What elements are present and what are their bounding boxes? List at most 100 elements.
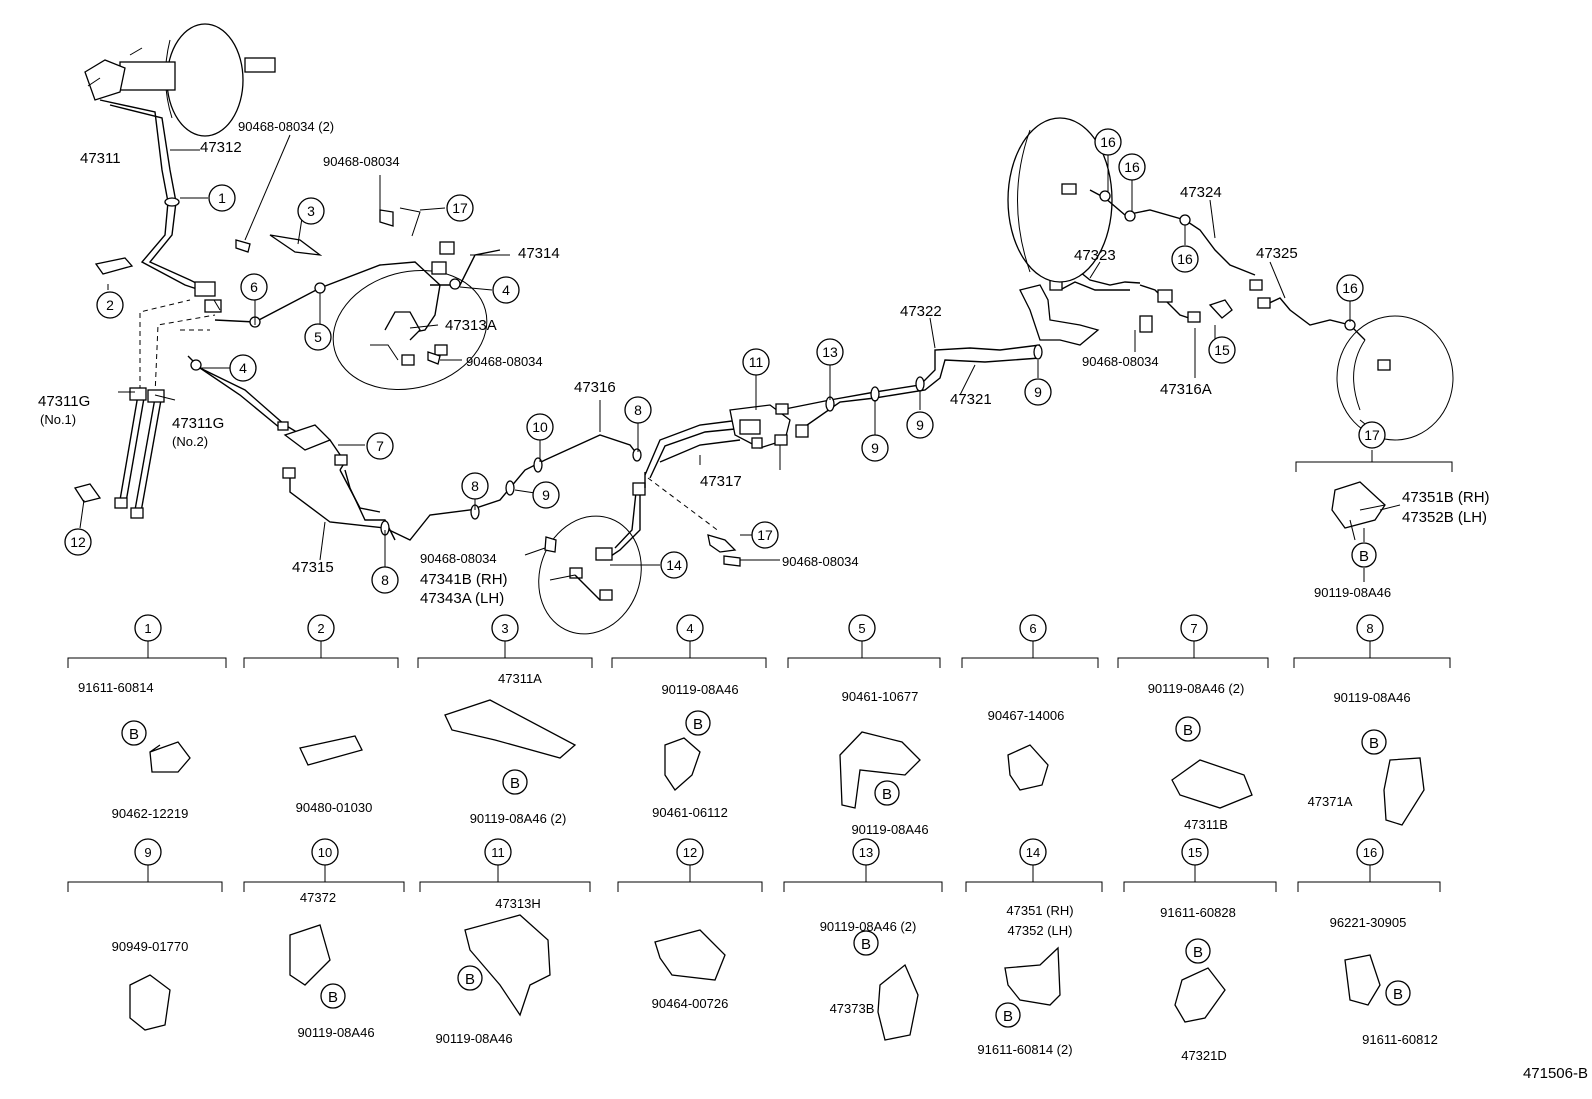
part-illustration: [129, 974, 171, 1031]
part-number-label: 91611-60814 (2): [977, 1042, 1072, 1057]
part-illustration: [299, 735, 363, 766]
callout-10: 10: [526, 413, 554, 441]
part-number-label: 90119-08A46 (2): [1148, 681, 1245, 696]
label-47313A: 47313A: [445, 317, 497, 334]
b-marker: B: [874, 780, 900, 806]
part-labels: 47311 47312 90468-08034 (2) 90468-08034 …: [38, 119, 1490, 607]
part-number-label: 47311B: [1184, 817, 1228, 832]
svg-text:17: 17: [757, 527, 773, 543]
dashed-leader: [139, 299, 191, 390]
part-number-label: 90461-10677: [842, 689, 919, 704]
svg-text:B: B: [465, 971, 475, 988]
svg-text:16: 16: [1100, 134, 1116, 150]
svg-text:16: 16: [1124, 159, 1140, 175]
callout-6: 6: [240, 273, 268, 301]
svg-text:2: 2: [106, 297, 114, 313]
part-illustration: [877, 963, 919, 1041]
section-number: 14: [1026, 845, 1040, 860]
label-47324: 47324: [1180, 184, 1222, 201]
svg-text:17: 17: [452, 200, 468, 216]
section-number: 4: [686, 621, 693, 636]
part-number-label: 47371A: [1308, 794, 1353, 809]
section-number: 15: [1188, 845, 1202, 860]
svg-text:12: 12: [70, 534, 86, 550]
section-bracket: [1117, 641, 1269, 668]
section-bracket: [243, 865, 405, 892]
svg-text:15: 15: [1214, 342, 1230, 358]
part-number-label: 47311A: [498, 671, 542, 686]
section-bracket: [1297, 865, 1441, 892]
svg-text:9: 9: [542, 487, 550, 503]
label-47311G-2: 47311G: [172, 415, 224, 432]
svg-text:7: 7: [376, 438, 384, 454]
svg-text:4: 4: [239, 360, 247, 376]
label-47343A: 47343A (LH): [420, 590, 504, 607]
section-number: 3: [501, 621, 508, 636]
label-47311G-2-note: (No.2): [172, 434, 208, 449]
b-marker: B: [502, 769, 528, 795]
label-47317: 47317: [700, 473, 742, 490]
label-90468-d: 90468-08034: [782, 554, 859, 569]
label-47352B: 47352B (LH): [1402, 509, 1487, 526]
svg-text:16: 16: [1177, 251, 1193, 267]
callout-9b: 9: [861, 434, 889, 462]
part-number-label: 90119-08A46 (2): [470, 811, 567, 826]
bracket-illustration: [235, 207, 741, 567]
section-bracket: [1123, 865, 1277, 892]
label-90468-b: 90468-08034: [466, 354, 543, 369]
svg-text:8: 8: [381, 572, 389, 588]
svg-text:11: 11: [749, 354, 764, 370]
section-bracket: [417, 641, 593, 668]
callout-7: 7: [366, 432, 394, 460]
section-number: 10: [318, 845, 332, 860]
part-illustration: [1344, 954, 1381, 1006]
detail-sections: 1B91611-6081490462-12219290480-010303B47…: [67, 614, 1451, 1063]
callout-8a: 8: [371, 566, 399, 594]
brake-tube-center-right: [644, 344, 1043, 479]
rear-drum-right-illustration: [1336, 315, 1454, 441]
label-47311G-1-note: (No.1): [40, 412, 76, 427]
part-number-label: 90949-01770: [112, 939, 189, 954]
svg-text:B: B: [861, 936, 871, 953]
callout-11: 11: [742, 348, 770, 376]
label-47311: 47311: [80, 150, 121, 167]
part-illustration: [839, 731, 921, 809]
callout-17c: 17: [1358, 421, 1386, 449]
section-bracket: [961, 641, 1099, 668]
part-illustration: [1171, 759, 1253, 809]
b-marker: B: [121, 720, 147, 746]
section-bracket: [617, 865, 763, 892]
svg-text:B: B: [129, 726, 139, 743]
bracket-line: [1295, 461, 1453, 472]
callout-16d: 16: [1336, 274, 1364, 302]
part-illustration: [464, 914, 551, 1017]
part-number-label: 90119-08A46: [1333, 690, 1410, 705]
part-number-label: 90462-12219: [112, 806, 189, 821]
svg-text:17: 17: [1364, 427, 1380, 443]
label-47314: 47314: [518, 245, 560, 262]
part-number-label: 47372: [300, 890, 336, 905]
part-number-label: 90119-08A46: [851, 822, 928, 837]
section-bracket: [611, 641, 767, 668]
callout-17a: 17: [446, 194, 474, 222]
callout-4b: 4: [229, 354, 257, 382]
callout-16c: 16: [1171, 245, 1199, 273]
svg-text:1: 1: [218, 190, 226, 206]
rear-hose-illustration: [538, 472, 721, 635]
part-number-label: 91611-60828: [1160, 905, 1236, 920]
section-number: 2: [317, 621, 324, 636]
svg-text:8: 8: [471, 478, 479, 494]
svg-text:B: B: [1359, 548, 1369, 565]
callout-4a: 4: [492, 276, 520, 304]
detail-section-3: 3B 47311A 90119-08A46 (2): [417, 614, 593, 826]
svg-text:B: B: [1193, 944, 1203, 961]
label-47315: 47315: [292, 559, 334, 576]
section-bracket: [419, 865, 591, 892]
